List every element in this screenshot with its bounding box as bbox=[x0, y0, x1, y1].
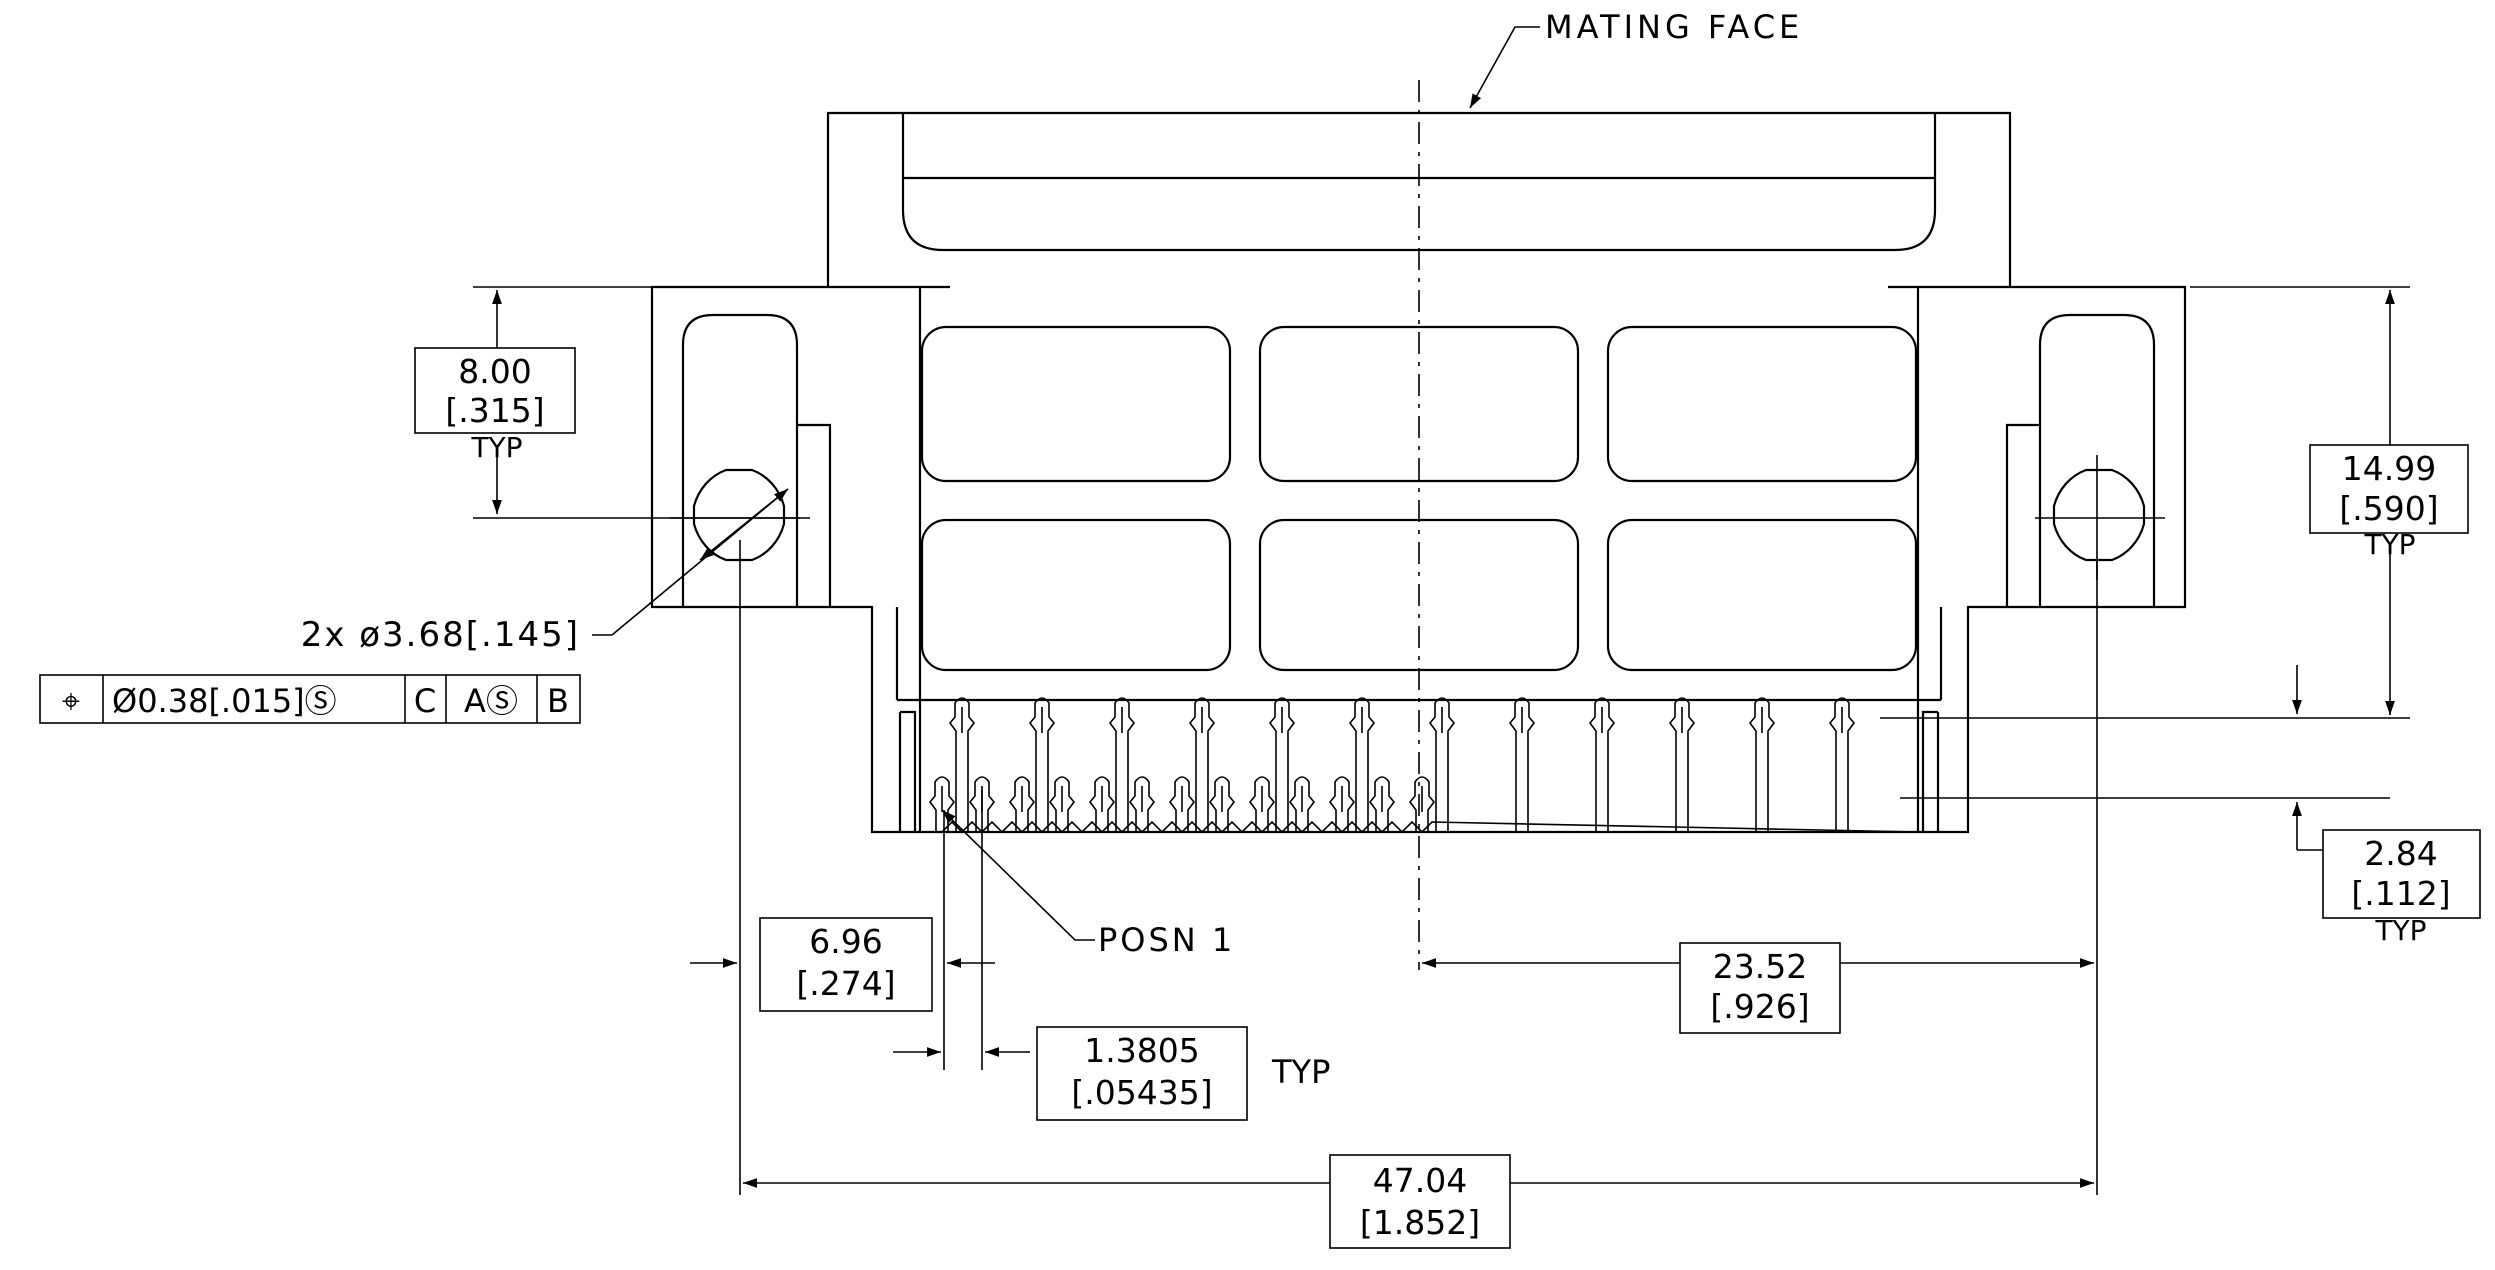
lower-pin-11 bbox=[1328, 776, 1356, 832]
lower-pin-9 bbox=[1248, 776, 1276, 832]
lower-pin-4 bbox=[1048, 776, 1076, 832]
mating-face-label: MATING FACE bbox=[1545, 8, 1803, 46]
dim-8-00: 8.00 [.315] TYP bbox=[414, 286, 800, 519]
upper-pin-5 bbox=[1268, 697, 1296, 832]
dim-6-96-in: [.274] bbox=[796, 964, 895, 1003]
lower-pin-1 bbox=[928, 776, 956, 832]
dim-2-84: 2.84 [.112] TYP bbox=[1900, 665, 2481, 947]
upper-pin-1 bbox=[948, 697, 976, 832]
dim-6-96-mm: 6.96 bbox=[809, 922, 882, 961]
upper-pin-4 bbox=[1188, 697, 1216, 832]
lower-pin-10 bbox=[1288, 776, 1316, 832]
lower-pin-5 bbox=[1088, 776, 1116, 832]
fcf-datum-b: B bbox=[547, 682, 569, 720]
posn-1-callout: POSN 1 bbox=[941, 809, 1235, 959]
upper-pin-8 bbox=[1508, 697, 1536, 832]
lower-pin-2 bbox=[968, 776, 996, 832]
fcf-tolerance: Ø0.38[.015]Ⓢ bbox=[112, 682, 337, 720]
upper-pin-9 bbox=[1588, 697, 1616, 832]
dim-23-52-mm: 23.52 bbox=[1713, 947, 1807, 986]
dim-14-99: 14.99 [.590] TYP bbox=[1880, 286, 2469, 719]
dim-6-96: 6.96 [.274] bbox=[690, 540, 995, 1195]
dim-8-00-mm: 8.00 bbox=[458, 352, 531, 391]
dim-47-04-mm: 47.04 bbox=[1373, 1161, 1467, 1200]
dim-1-3805: 1.3805 [.05435] TYP bbox=[893, 790, 1330, 1121]
dim-8-00-in: [.315] bbox=[445, 391, 544, 430]
dim-47-04-in: [1.852] bbox=[1360, 1203, 1480, 1242]
upper-pin-3 bbox=[1108, 697, 1136, 832]
dim-1-3805-mm: 1.3805 bbox=[1084, 1031, 1199, 1070]
centerlines bbox=[670, 80, 2165, 970]
lower-pin-8 bbox=[1208, 776, 1236, 832]
dim-2-84-typ: TYP bbox=[2374, 914, 2426, 947]
upper-pin-2 bbox=[1028, 697, 1056, 832]
contact-pins bbox=[920, 697, 1919, 834]
lower-pin-12 bbox=[1368, 776, 1396, 832]
mating-face-callout: MATING FACE bbox=[1469, 8, 1803, 109]
posn-1-label: POSN 1 bbox=[1098, 921, 1235, 959]
upper-pin-7 bbox=[1428, 697, 1456, 832]
feature-control-frame: ⌖ Ø0.38[.015]Ⓢ C AⓈ B bbox=[39, 674, 581, 724]
upper-pin-10 bbox=[1668, 697, 1696, 832]
dim-23-52-in: [.926] bbox=[1710, 987, 1809, 1026]
dim-14-99-mm: 14.99 bbox=[2342, 449, 2436, 488]
fcf-datum-a: AⓈ bbox=[464, 682, 518, 720]
dim-14-99-in: [.590] bbox=[2339, 489, 2438, 528]
dim-47-04: 47.04 [1.852] bbox=[743, 1154, 2094, 1249]
upper-pin-12 bbox=[1828, 697, 1856, 832]
pin-base-web bbox=[920, 820, 1919, 834]
dim-1-3805-typ: TYP bbox=[1271, 1053, 1330, 1091]
dim-23-52: 23.52 [.926] bbox=[1422, 560, 2098, 1195]
lower-pin-13 bbox=[1408, 776, 1436, 832]
dim-2-84-in: [.112] bbox=[2351, 874, 2450, 913]
dim-1-3805-in: [.05435] bbox=[1071, 1073, 1212, 1112]
fcf-datum-c: C bbox=[414, 682, 436, 720]
dim-2-84-mm: 2.84 bbox=[2364, 834, 2437, 873]
lower-pin-6 bbox=[1128, 776, 1156, 832]
position-symbol: ⌖ bbox=[62, 682, 80, 720]
lower-pin-3 bbox=[1008, 776, 1036, 832]
lower-pin-7 bbox=[1168, 776, 1196, 832]
dim-14-99-typ: TYP bbox=[2363, 528, 2415, 561]
upper-pin-11 bbox=[1748, 697, 1776, 832]
upper-pin-6 bbox=[1348, 697, 1376, 832]
hole-callout: 2x ø3.68[.145] bbox=[301, 488, 789, 655]
hole-callout-label: 2x ø3.68[.145] bbox=[301, 615, 580, 655]
dim-8-00-typ: TYP bbox=[470, 431, 522, 464]
